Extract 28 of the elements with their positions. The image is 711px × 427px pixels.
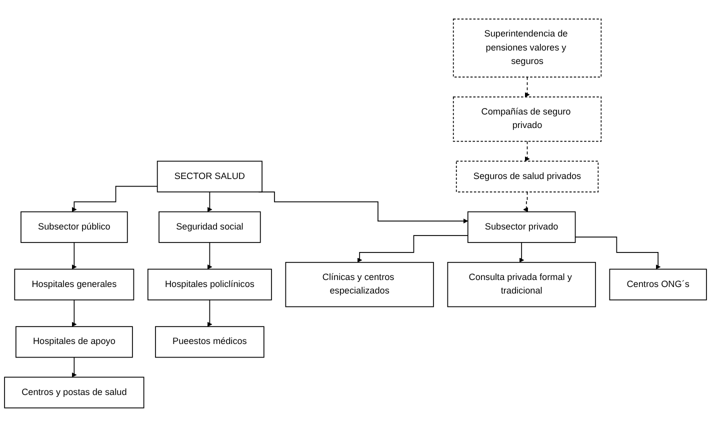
node-box: Hospitales policlínicos <box>147 268 272 300</box>
arrow <box>72 299 77 327</box>
node-box: SECTOR SALUD <box>156 160 262 192</box>
node-box: Hospitales generales <box>14 268 134 300</box>
node-box: Subsector privado <box>467 211 576 243</box>
node-box: Hospitales de apoyo <box>16 326 133 358</box>
arrow <box>72 242 77 270</box>
node-box: Clínicas y centros especializados <box>285 262 434 308</box>
arrow <box>207 242 212 270</box>
node-box: Seguros de salud privados <box>456 160 599 192</box>
arrow <box>524 140 530 162</box>
node-box: Centros y postas de salud <box>4 376 144 408</box>
node-box: Superintendencia de pensiones valores y seguros <box>452 18 602 78</box>
node-box: Subsector público <box>20 211 128 243</box>
node-box: Compañías de seguro privado <box>452 96 602 142</box>
arrow <box>72 356 77 378</box>
arrow <box>519 242 524 263</box>
node-box: Pueestos médicos <box>155 326 264 358</box>
node-box: Centros ONG´s <box>609 268 707 300</box>
node-box: Consulta privada formal y tradicional <box>447 262 596 308</box>
arrow <box>357 235 468 263</box>
arrow <box>207 299 212 327</box>
arrow <box>524 76 530 98</box>
arrow <box>574 236 661 270</box>
arrow <box>523 191 528 212</box>
arrow <box>72 186 158 212</box>
node-box: Seguridad social <box>158 211 261 243</box>
arrow <box>207 191 212 212</box>
